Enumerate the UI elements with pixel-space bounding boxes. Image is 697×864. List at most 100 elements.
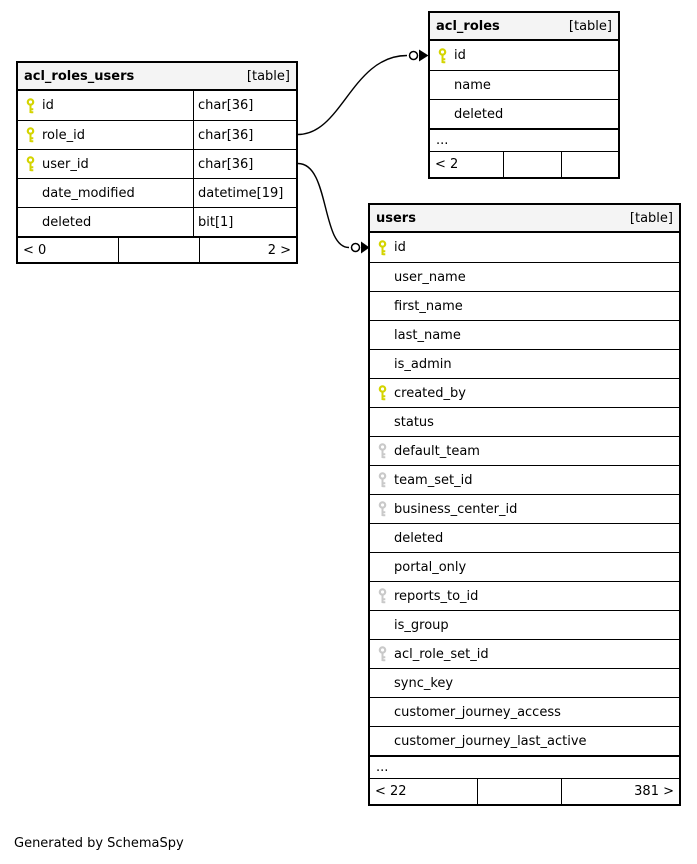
column-type: char[36] — [193, 121, 296, 149]
column-name: acl_role_set_id — [394, 646, 489, 662]
column-row-is_group: is_group — [370, 610, 679, 639]
column-row-acl_role_set_id: acl_role_set_id — [370, 639, 679, 668]
db-table-acl_roles[interactable]: acl_roles [table] id name deleted... < 2 — [428, 11, 620, 179]
footer-middle-cell — [118, 238, 199, 262]
column-row-date_modified: date_modified datetime[19] — [18, 178, 296, 207]
column-row-role_id: role_id char[36] — [18, 120, 296, 149]
table-header: acl_roles_users [table] — [18, 63, 296, 91]
column-name: status — [394, 414, 434, 430]
column-row-sync_key: sync_key — [370, 668, 679, 697]
column-row-is_admin: is_admin — [370, 349, 679, 378]
table-name: acl_roles — [436, 18, 500, 34]
column-row-id: id — [370, 233, 679, 262]
column-row-deleted: deleted — [370, 523, 679, 552]
column-name: business_center_id — [394, 501, 518, 517]
column-name: deleted — [454, 106, 504, 122]
column-name: role_id — [42, 127, 85, 143]
primary-key-icon — [25, 156, 42, 172]
zero-cardinality-circle-icon — [350, 242, 361, 253]
column-row-deleted: deleted bit[1] — [18, 207, 296, 236]
foreign-key-icon — [377, 646, 394, 662]
column-name: team_set_id — [394, 472, 473, 488]
zero-cardinality-circle-icon — [408, 50, 419, 61]
column-row-user_name: user_name — [370, 262, 679, 291]
relationship-user_id-to-users — [297, 162, 370, 254]
column-name: is_admin — [394, 356, 452, 372]
foreign-key-icon — [377, 472, 394, 488]
column-row-customer_journey_access: customer_journey_access — [370, 697, 679, 726]
primary-key-icon — [25, 97, 42, 114]
generated-by-note: Generated by SchemaSpy — [14, 836, 184, 851]
table-header: users [table] — [370, 205, 679, 233]
column-name: deleted — [394, 530, 444, 546]
column-row-customer_journey_last_active: customer_journey_last_active — [370, 726, 679, 755]
column-name: portal_only — [394, 559, 467, 575]
column-name: deleted — [42, 214, 92, 230]
column-type: bit[1] — [193, 208, 296, 236]
table-name: users — [376, 210, 416, 226]
foreign-key-icon — [377, 501, 394, 517]
column-row-first_name: first_name — [370, 291, 679, 320]
column-row-reports_to_id: reports_to_id — [370, 581, 679, 610]
table-footer: < 0 2 > — [18, 236, 296, 262]
table-footer: < 2 — [430, 151, 618, 177]
column-type: char[36] — [193, 91, 296, 120]
primary-key-icon — [437, 47, 454, 64]
primary-key-icon — [25, 127, 42, 143]
column-name: is_group — [394, 617, 449, 633]
column-row-portal_only: portal_only — [370, 552, 679, 581]
column-row-id: id char[36] — [18, 91, 296, 120]
column-name: reports_to_id — [394, 588, 479, 604]
column-name: customer_journey_last_active — [394, 733, 587, 749]
footer-middle-cell — [477, 779, 561, 804]
more-columns-ellipsis: ... — [430, 128, 618, 151]
column-name: id — [42, 98, 54, 113]
table-type-badge: [table] — [629, 210, 673, 226]
footer-middle-cell — [503, 152, 561, 177]
db-table-users[interactable]: users [table] id user_name first_name last_na… — [368, 203, 681, 806]
footer-parents-count: 381 > — [561, 779, 679, 804]
column-name: id — [454, 48, 466, 63]
relationship-role_id-to-acl_roles — [297, 49, 429, 136]
foreign-key-icon — [377, 443, 394, 459]
column-name: id — [394, 240, 406, 255]
column-name: customer_journey_access — [394, 704, 561, 720]
column-row-default_team: default_team — [370, 436, 679, 465]
column-name: first_name — [394, 298, 463, 314]
column-name: user_name — [394, 269, 466, 285]
footer-parents-count: 2 > — [199, 238, 296, 262]
column-type: char[36] — [193, 150, 296, 178]
footer-children-count: < 2 — [435, 157, 459, 172]
column-name: name — [454, 77, 491, 93]
column-name: sync_key — [394, 675, 454, 691]
column-row-business_center_id: business_center_id — [370, 494, 679, 523]
column-row-last_name: last_name — [370, 320, 679, 349]
column-row-created_by: created_by — [370, 378, 679, 407]
column-type: datetime[19] — [193, 179, 296, 207]
table-header: acl_roles [table] — [430, 13, 618, 41]
table-name: acl_roles_users — [24, 68, 135, 84]
column-row-user_id: user_id char[36] — [18, 149, 296, 178]
column-row-id: id — [430, 41, 618, 70]
column-name: created_by — [394, 385, 466, 401]
column-row-team_set_id: team_set_id — [370, 465, 679, 494]
column-name: last_name — [394, 327, 461, 343]
column-row-name: name — [430, 70, 618, 99]
relationship-curve — [297, 54, 408, 136]
footer-parents-count — [561, 152, 618, 177]
column-row-deleted: deleted — [430, 99, 618, 128]
foreign-key-icon — [377, 588, 394, 604]
column-name: date_modified — [42, 185, 135, 201]
footer-children-count: < 0 — [23, 242, 47, 258]
table-type-badge: [table] — [568, 18, 612, 34]
primary-key-icon — [377, 385, 394, 401]
primary-key-icon — [377, 239, 394, 256]
column-name: user_id — [42, 156, 89, 172]
relationship-curve — [297, 162, 350, 249]
table-footer: < 22 381 > — [370, 778, 679, 804]
footer-children-count: < 22 — [375, 784, 407, 799]
table-type-badge: [table] — [246, 68, 290, 84]
more-columns-ellipsis: ... — [370, 755, 679, 778]
